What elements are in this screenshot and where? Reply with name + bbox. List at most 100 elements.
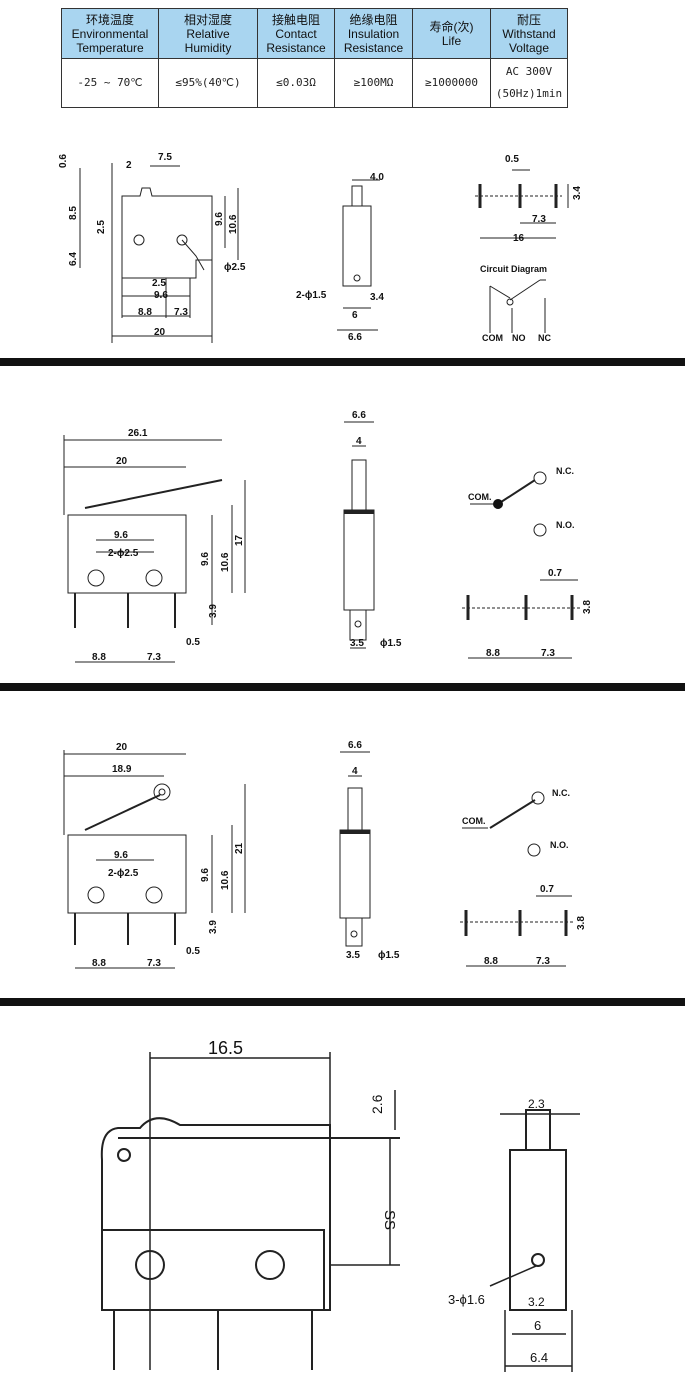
dim-2.5-horiz: 2.5 [152, 278, 166, 289]
dim-18.9: 18.9 [112, 764, 132, 775]
dim-7.5: 7.5 [158, 152, 172, 163]
dim-7.3: 7.3 [147, 958, 161, 969]
mount-hole-right-3 [145, 886, 163, 904]
switch-body-2 [67, 514, 187, 594]
lever-arm-3 [84, 794, 161, 831]
dim-8.8-pin: 8.8 [484, 956, 498, 967]
dim-2-phi2.5: 2-ϕ2.5 [108, 868, 139, 879]
dim-0.7: 0.7 [548, 568, 562, 579]
dim-4: 4 [356, 436, 362, 447]
drawing-4: 16.5 2.6 SS 2.3 3-ϕ1.6 3.2 6 6.4 [100, 1038, 580, 1372]
dim-3.9: 3.9 [208, 604, 219, 618]
dim-26.1: 26.1 [128, 428, 148, 439]
side-body-4 [509, 1149, 567, 1311]
mount-hole-right-2 [145, 569, 163, 587]
dim-0.7: 0.7 [540, 884, 554, 895]
value-insulation-resistance: ≥100MΩ [334, 58, 413, 108]
dim-21: 21 [234, 842, 245, 854]
dim-phi1.5: ϕ1.5 [378, 950, 400, 961]
circuit-label-no: NO [512, 333, 526, 343]
dim-0.5: 0.5 [505, 154, 519, 165]
value-contact-resistance: ≤0.03Ω [257, 58, 335, 108]
dim-6.6: 6.6 [348, 740, 362, 751]
dim-9.6-vert: 9.6 [200, 868, 211, 882]
mount-hole-right [176, 234, 188, 246]
value-life: ≥1000000 [412, 58, 491, 108]
dim-7.3: 7.3 [174, 307, 188, 318]
circuit-diagram-title: Circuit Diagram [480, 264, 547, 274]
section-divider-1 [0, 358, 685, 366]
dim-6.6: 6.6 [348, 332, 362, 343]
spec-value-row: -25 ~ 70℃ ≤95%(40℃) ≤0.03Ω ≥100MΩ ≥10000… [61, 58, 568, 108]
dim-10.6: 10.6 [228, 214, 239, 234]
dim-16: 16 [513, 233, 525, 244]
dim-7.3-pin: 7.3 [532, 214, 546, 225]
switch-body-4 [100, 1117, 331, 1311]
dim-9.6-vert: 9.6 [200, 552, 211, 566]
dim-9.6-vert: 9.6 [214, 212, 225, 226]
value-temperature: -25 ~ 70℃ [61, 58, 159, 108]
dim-9.6-horiz: 9.6 [114, 850, 128, 861]
value-withstand-voltage: AC 300V(50Hz)1min [490, 58, 568, 108]
dim-8.8-pin: 8.8 [486, 648, 500, 659]
dim-6: 6 [352, 310, 358, 321]
circuit-label-nc: N.C. [552, 788, 570, 798]
dim-3.2: 3.2 [528, 1295, 545, 1309]
drawing-2: 26.1 20 9.6 2-ϕ2.5 9.6 10.6 17 3.9 0.5 8… [63, 410, 593, 663]
dim-17: 17 [234, 534, 245, 546]
circuit-label-com: COM [482, 333, 503, 343]
lever-arm-2 [84, 479, 223, 509]
drawing-3: 20 18.9 9.6 2-ϕ2.5 9.6 10.6 21 3.9 0.5 8… [63, 740, 587, 969]
mount-hole-left-2 [87, 569, 105, 587]
dim-3.8: 3.8 [576, 916, 587, 930]
dim-3.4-pin: 3.4 [572, 186, 583, 200]
dim-2.5-vert: 2.5 [96, 220, 107, 234]
dim-0.5: 0.5 [186, 946, 200, 957]
dim-4.0: 4.0 [370, 172, 384, 183]
dim-0.5: 0.5 [186, 637, 200, 648]
dim-8.8: 8.8 [92, 958, 106, 969]
dim-20: 20 [116, 456, 128, 467]
dim-phi2.5: ϕ2.5 [224, 262, 246, 273]
dim-9.6-horiz: 9.6 [114, 530, 128, 541]
dim-20: 20 [154, 327, 166, 338]
circuit-label-nc: N.C. [556, 466, 574, 476]
dim-8.5: 8.5 [68, 206, 79, 220]
dim-10.6: 10.6 [220, 870, 231, 890]
section-divider-3 [0, 998, 685, 1006]
dim-16.5: 16.5 [208, 1038, 243, 1058]
value-humidity: ≤95%(40℃) [158, 58, 258, 108]
mount-hole-right-4 [255, 1250, 285, 1280]
dim-7.3-pin: 7.3 [541, 648, 555, 659]
dim-2-phi1.5: 2-ϕ1.5 [296, 290, 327, 301]
dim-8.8: 8.8 [92, 652, 106, 663]
dim-3.4-side: 3.4 [370, 292, 384, 303]
section-divider-2 [0, 683, 685, 691]
dim-8.8: 8.8 [138, 307, 152, 318]
circuit-label-no: N.O. [550, 840, 569, 850]
mount-hole-left-3 [87, 886, 105, 904]
dim-2.6: 2.6 [369, 1094, 385, 1114]
drawing-1: 0.6 2 7.5 8.5 2.5 6.4 9.6 10.6 ϕ2.5 2.5 … [58, 152, 583, 343]
side-body-1 [342, 205, 372, 287]
dim-2-phi2.5: 2-ϕ2.5 [108, 548, 139, 559]
dim-6: 6 [534, 1318, 541, 1333]
dim-3.5: 3.5 [346, 950, 360, 961]
dim-6.6: 6.6 [352, 410, 366, 421]
dim-6.4: 6.4 [530, 1350, 548, 1365]
circuit-label-com: COM. [462, 816, 486, 826]
switch-body-1 [121, 187, 213, 279]
dim-2.3: 2.3 [528, 1097, 545, 1111]
side-body-3 [339, 829, 371, 919]
circuit-label-nc: NC [538, 333, 551, 343]
circuit-label-com: COM. [468, 492, 492, 502]
dim-10.6: 10.6 [220, 552, 231, 572]
dim-20: 20 [116, 742, 128, 753]
